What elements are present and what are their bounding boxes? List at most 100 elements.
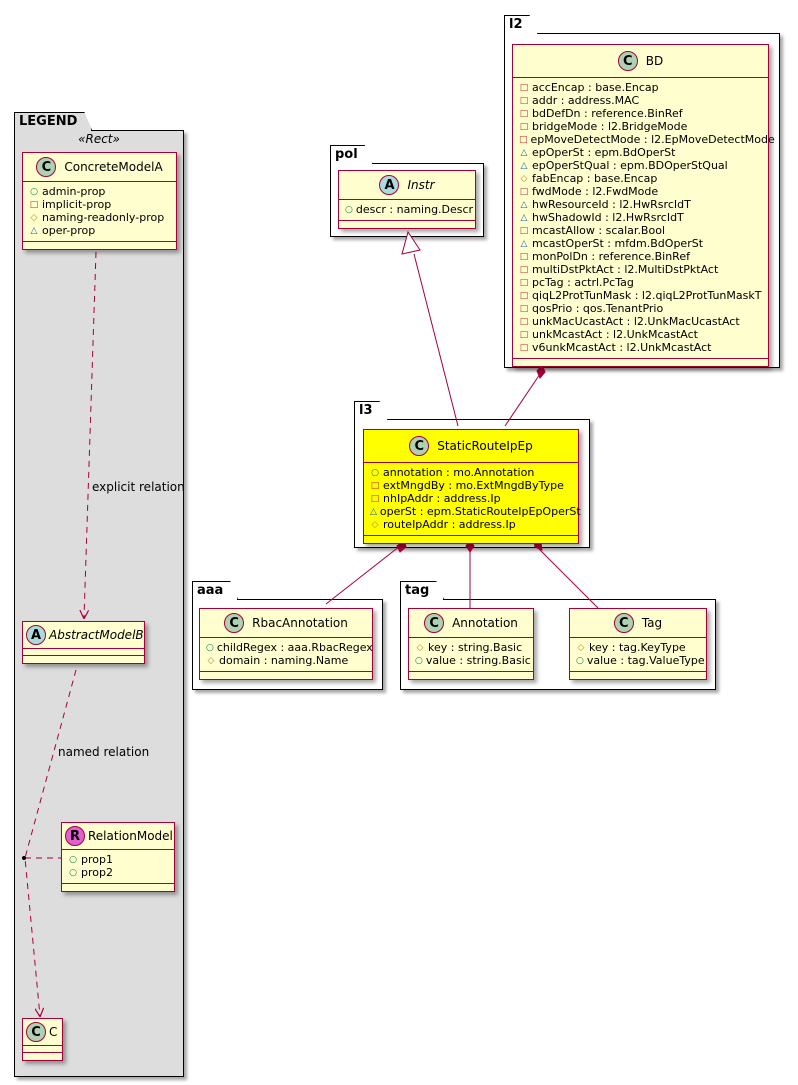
named-relation-label: named relation	[58, 745, 150, 759]
private-visibility-icon: □	[370, 493, 380, 504]
public-visibility-icon: ○	[206, 642, 214, 653]
class-attribute: △epOperStQual : epm.BDOperStQual	[519, 159, 762, 172]
attribute-text: epOperSt : epm.BdOperSt	[532, 146, 676, 159]
explicit-relation-label: explicit relation	[92, 480, 185, 494]
class-name: RbacAnnotation	[252, 616, 348, 630]
private-visibility-icon: □	[519, 251, 529, 262]
attribute-text: extMngdBy : mo.ExtMngdByType	[383, 479, 564, 492]
class-attributes: ○annotation : mo.Annotation□extMngdBy : …	[364, 463, 581, 536]
attribute-text: admin-prop	[42, 185, 106, 198]
private-visibility-icon: □	[519, 121, 529, 132]
class-attribute: □extMngdBy : mo.ExtMngdByType	[370, 479, 572, 492]
private-visibility-icon: □	[519, 329, 529, 340]
class-c[interactable]: C C	[22, 1018, 63, 1061]
class-attribute: ◇ key : tag.KeyType	[576, 641, 700, 654]
private-visibility-icon: □	[519, 225, 529, 236]
private-visibility-icon: □	[29, 199, 39, 210]
class-kind-icon: C	[36, 157, 57, 177]
private-visibility-icon: □	[519, 95, 529, 106]
private-visibility-icon: □	[519, 303, 529, 314]
attribute-text: epMoveDetectMode : l2.EpMoveDetectMode	[530, 133, 775, 146]
class-attribute: □monPolDn : reference.BinRef	[519, 250, 762, 263]
class-rbacannotation[interactable]: C RbacAnnotation ○childRegex : aaa.RbacR…	[199, 608, 373, 680]
class-name: RelationModel	[88, 829, 173, 843]
package-pol-name: pol	[330, 145, 373, 164]
attribute-text: hwShadowId : l2.HwRsrcIdT	[532, 211, 684, 224]
attribute-text: descr : naming.Descr	[355, 203, 474, 216]
abstract-kind-icon: A	[26, 625, 46, 645]
class-abstractmodelb[interactable]: A AbstractModelB	[22, 621, 145, 664]
inheritance-arrowhead	[401, 230, 421, 255]
class-attribute: □pcTag : actrl.PcTag	[519, 276, 762, 289]
class-attribute: □epMoveDetectMode : l2.EpMoveDetectMode	[519, 133, 775, 146]
public-visibility-icon: ○	[415, 655, 423, 666]
class-attribute: ○prop2	[68, 866, 168, 879]
public-visibility-icon: ○	[69, 867, 77, 878]
legend-stereotype: «Rect»	[78, 132, 120, 146]
class-annotation[interactable]: C Annotation ◇key : string.Basic○value :…	[408, 608, 534, 680]
class-relationmodel[interactable]: R RelationModel ○prop1○prop2	[61, 822, 175, 892]
attribute-text: accEncap : base.Encap	[532, 81, 659, 94]
class-attribute: □qiqL2ProtTunMask : l2.qiqL2ProtTunMaskT	[519, 289, 762, 302]
attribute-text: value : tag.ValueType	[586, 654, 705, 667]
attribute-text: key : string.Basic	[428, 641, 523, 654]
edge-composition-bd-staticrouteipep	[504, 373, 541, 427]
attribute-text: key : tag.KeyType	[589, 641, 686, 654]
class-concretemodela[interactable]: C ConcreteModelA ○admin-prop□implicit-pr…	[22, 152, 177, 250]
private-visibility-icon: □	[519, 82, 529, 93]
private-visibility-icon: □	[519, 342, 529, 353]
edge-composition-staticrouteipep-tag	[537, 547, 599, 609]
attribute-text: childRegex : aaa.RbacRegex	[216, 641, 373, 654]
class-bd[interactable]: C BD □accEncap : base.Encap□addr : addre…	[512, 44, 775, 367]
class-kind-icon: C	[26, 1022, 46, 1042]
class-tag[interactable]: C Tag ◇key : tag.KeyType○value : tag.Val…	[569, 608, 707, 680]
class-name: Annotation	[452, 616, 518, 630]
protected-visibility-icon: ◇	[520, 173, 528, 184]
class-staticrouteipep[interactable]: C StaticRouteIpEp ○annotation : mo.Annot…	[363, 429, 581, 544]
class-attributes: ◇ key : tag.KeyType○value : tag.ValueType	[570, 638, 706, 672]
private-visibility-icon: □	[519, 108, 529, 119]
class-attribute: □implicit-prop	[29, 198, 170, 211]
edge-named-relation	[24, 669, 77, 1016]
attribute-text: monPolDn : reference.BinRef	[532, 250, 690, 263]
class-attributes: ○ prop1○prop2	[62, 850, 174, 884]
association-point	[22, 856, 26, 860]
attribute-text: oper-prop	[42, 224, 96, 237]
attribute-text: annotation : mo.Annotation	[383, 466, 535, 479]
class-attributes: ◇key : string.Basic○value : string.Basic	[409, 638, 533, 672]
class-kind-icon: C	[617, 51, 638, 71]
protected-visibility-icon: ◇	[577, 642, 585, 653]
class-attribute: ◇key : string.Basic	[415, 641, 527, 654]
private-visibility-icon: □	[519, 186, 529, 197]
class-attribute: △oper-prop	[29, 224, 170, 237]
attribute-text: prop1	[81, 853, 113, 866]
class-attributes: ○admin-prop□implicit-prop◇naming-readonl…	[23, 182, 176, 242]
package-legend-name: LEGEND	[14, 112, 92, 131]
class-attribute: □fwdMode : l2.FwdMode	[519, 185, 762, 198]
attribute-text: qiqL2ProtTunMask : l2.qiqL2ProtTunMaskT	[532, 289, 762, 302]
class-attribute: □qosPrio : qos.TenantPrio	[519, 302, 762, 315]
package-visibility-icon: △	[520, 199, 528, 210]
class-attribute: ◇ fabEncap : base.Encap	[519, 172, 762, 185]
class-name: ConcreteModelA	[64, 160, 163, 174]
class-attribute: □mcastAllow : scalar.Bool	[519, 224, 762, 237]
attribute-text: addr : address.MAC	[532, 94, 640, 107]
class-attribute: □v6unkMcastAct : l2.UnkMcastAct	[519, 341, 762, 354]
class-attribute: ○value : string.Basic	[415, 654, 531, 667]
class-attribute: ○value : tag.ValueType	[576, 654, 705, 667]
attribute-text: fabEncap : base.Encap	[532, 172, 658, 185]
class-kind-icon: C	[424, 613, 445, 633]
class-attribute: □bridgeMode : l2.BridgeMode	[519, 120, 762, 133]
public-visibility-icon: ○	[371, 467, 379, 478]
class-attribute: ○admin-prop	[29, 185, 170, 198]
class-kind-icon: C	[613, 613, 634, 633]
class-instr[interactable]: A Instr ○descr : naming.Descr	[338, 170, 476, 229]
attribute-text: multiDstPktAct : l2.MultiDstPktAct	[532, 263, 719, 276]
attribute-text: fwdMode : l2.FwdMode	[532, 185, 659, 198]
class-attributes: ○childRegex : aaa.RbacRegex◇domain : nam…	[200, 638, 373, 672]
attribute-text: mcastOperSt : mfdm.BdOperSt	[532, 237, 704, 250]
class-kind-icon: C	[409, 436, 430, 456]
class-attribute: □bdDefDn : reference.BinRef	[519, 107, 762, 120]
class-attribute: ◇routeIpAddr : address.Ip	[370, 518, 572, 531]
package-visibility-icon: △	[520, 160, 528, 171]
